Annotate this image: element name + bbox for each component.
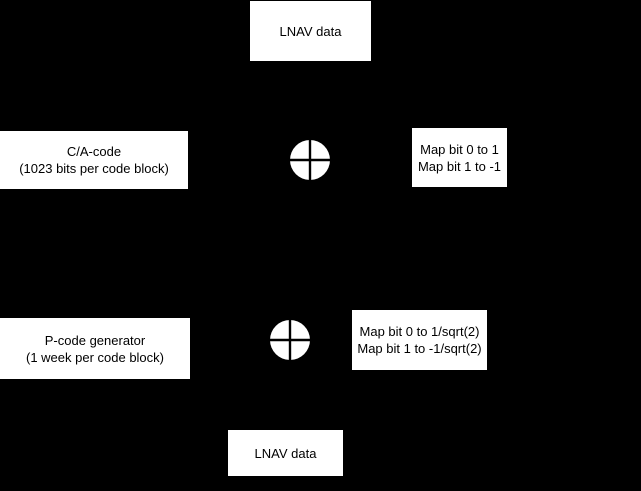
node-label: LNAV data — [279, 23, 342, 39]
circle-cross-icon — [290, 140, 330, 180]
node-p-code-generator: P-code generator (1 week per code block) — [0, 318, 190, 379]
node-map-bit-ca: Map bit 0 to 1 Map bit 1 to -1 — [412, 128, 507, 187]
node-sublabel: Map bit 1 to -1/sqrt(2) — [357, 341, 482, 356]
node-label: C/A-code — [66, 144, 122, 159]
node-label: LNAV data — [254, 445, 317, 461]
node-label: P-code generator — [44, 332, 146, 348]
node-label: Map bit 0 to 1/sqrt(2) — [359, 324, 480, 339]
node-sublabel: Map bit 1 to -1 — [417, 158, 502, 174]
multiplier-mixer-icon-lower — [268, 318, 312, 362]
node-ca-code: C/A-code (1023 bits per code block) — [0, 131, 188, 189]
circle-cross-icon — [270, 320, 310, 360]
node-lnav-data-bottom: LNAV data — [228, 430, 343, 476]
node-label: Map bit 0 to 1 — [420, 141, 499, 157]
node-sublabel: (1 week per code block) — [25, 349, 164, 365]
multiplier-mixer-icon-upper — [288, 138, 332, 182]
node-map-bit-p: Map bit 0 to 1/sqrt(2) Map bit 1 to -1/s… — [352, 310, 487, 370]
node-sublabel: (1023 bits per code block) — [19, 161, 169, 176]
node-lnav-data-top: LNAV data — [250, 1, 371, 61]
